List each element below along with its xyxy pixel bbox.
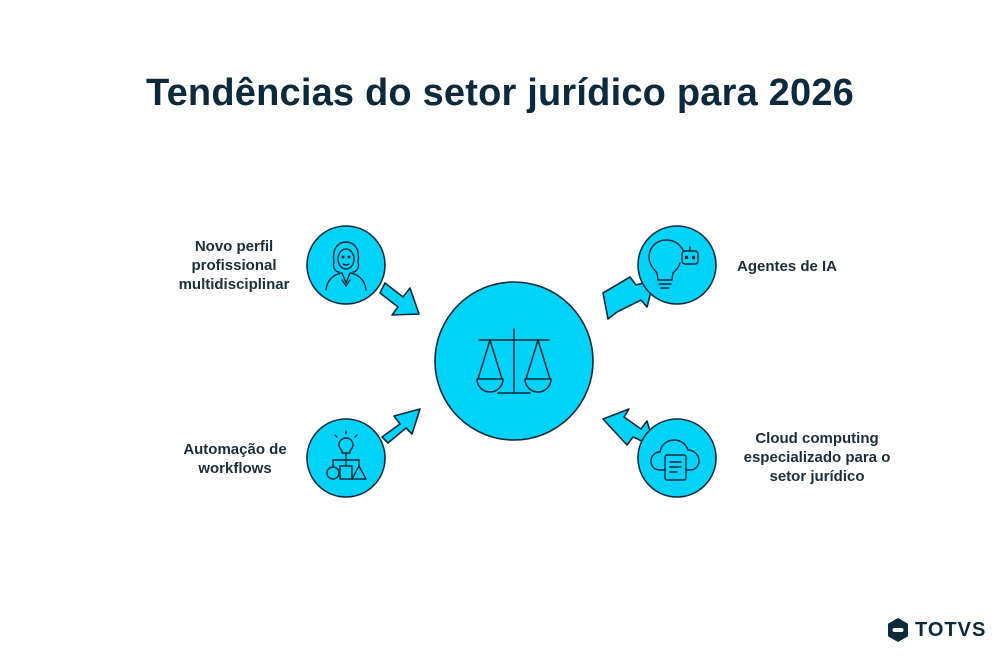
label-automacao: Automação de workflows [183, 441, 287, 477]
label-cloud-computing: Cloud computing especializado para o set… [743, 430, 891, 485]
label-agentes-ia: Agentes de IA [736, 258, 838, 275]
workflow-icon [326, 430, 367, 480]
circle-top-right [637, 225, 717, 305]
page-title: Tendências do setor jurídico para 2026 [145, 72, 855, 114]
cloud-document-icon [650, 439, 700, 481]
lightbulb-robot-icon [648, 239, 699, 289]
circle-bottom-right [637, 418, 717, 498]
logo-text: TOTVS [915, 618, 987, 641]
lawyer-icon [325, 241, 367, 291]
arrow-top-left [379, 282, 420, 316]
label-novo-perfil: Novo perfil profissional multidisciplina… [178, 238, 290, 293]
arrow-bottom-left [381, 408, 421, 444]
scales-of-justice-icon [476, 328, 552, 394]
totvs-logo: TOTVS [886, 617, 986, 643]
totvs-logo-icon [888, 618, 908, 642]
